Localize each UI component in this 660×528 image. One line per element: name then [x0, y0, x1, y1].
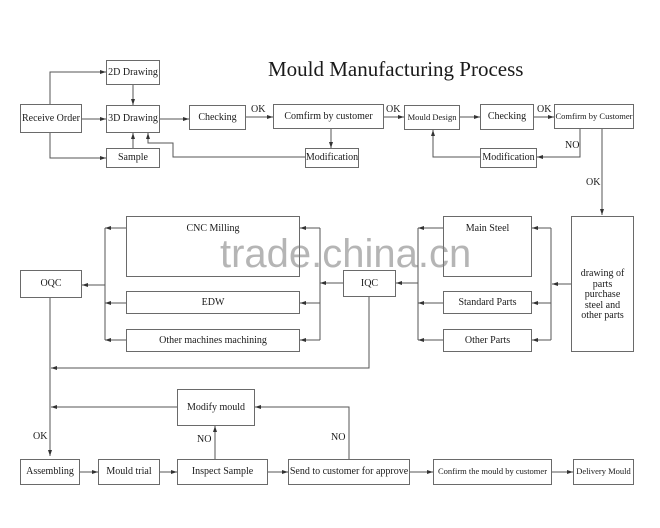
node-other-parts: Other Parts — [443, 329, 532, 352]
node-confirm-mould: Confirm the mould by customer — [433, 459, 552, 485]
node-send-to-customer: Send to customer for approve — [288, 459, 410, 485]
node-mould-trial: Mould trial — [98, 459, 160, 485]
label-no-2: NO — [197, 434, 212, 445]
node-standard-parts: Standard Parts — [443, 291, 532, 314]
edge-modification2-design — [431, 130, 480, 158]
node-mould-design: Mould Design — [404, 105, 460, 130]
edge-confirm2-modification2 — [537, 129, 581, 159]
label-ok-1: OK — [251, 104, 266, 115]
node-oqc: OQC — [20, 270, 82, 298]
label-ok-5: OK — [33, 431, 48, 442]
label-no-3: NO — [331, 432, 346, 443]
edge-modification-3d — [146, 133, 305, 158]
node-main-steel: Main Steel — [443, 216, 532, 277]
node-receive-order: Receive Order — [20, 104, 82, 133]
node-2d-drawing: 2D Drawing — [106, 60, 160, 85]
node-sample: Sample — [106, 148, 160, 168]
node-delivery-mould: Delivery Mould — [573, 459, 634, 485]
node-checking-2: Checking — [480, 104, 534, 130]
node-parts-purchase: drawing of parts purchase steel and othe… — [571, 216, 634, 352]
edge-order-sample — [49, 133, 106, 160]
node-edw: EDW — [126, 291, 300, 314]
node-assembling: Assembling — [20, 459, 80, 485]
node-modification-1: Modification — [305, 148, 359, 168]
node-confirm-by-customer-2: Comfirm by Customer — [554, 104, 634, 129]
node-modify-mould: Modify mould — [177, 389, 255, 426]
diagram-title: Mould Manufacturing Process — [268, 57, 524, 81]
label-ok-4: OK — [586, 177, 601, 188]
watermark: trade.china.cn — [220, 232, 472, 276]
edge-order-2d — [49, 70, 106, 104]
node-confirm-by-customer-1: Comfirm by customer — [273, 104, 384, 129]
node-inspect-sample: Inspect Sample — [177, 459, 268, 485]
node-iqc: IQC — [343, 270, 396, 297]
node-3d-drawing: 3D Drawing — [106, 105, 160, 133]
label-ok-2: OK — [386, 104, 401, 115]
node-other-machining: Other machines machining — [126, 329, 300, 352]
label-ok-3: OK — [537, 104, 552, 115]
label-no-1: NO — [565, 140, 580, 151]
node-checking-1: Checking — [189, 105, 246, 130]
node-modification-2: Modification — [480, 148, 537, 168]
node-cnc-milling: CNC Milling — [126, 216, 300, 277]
